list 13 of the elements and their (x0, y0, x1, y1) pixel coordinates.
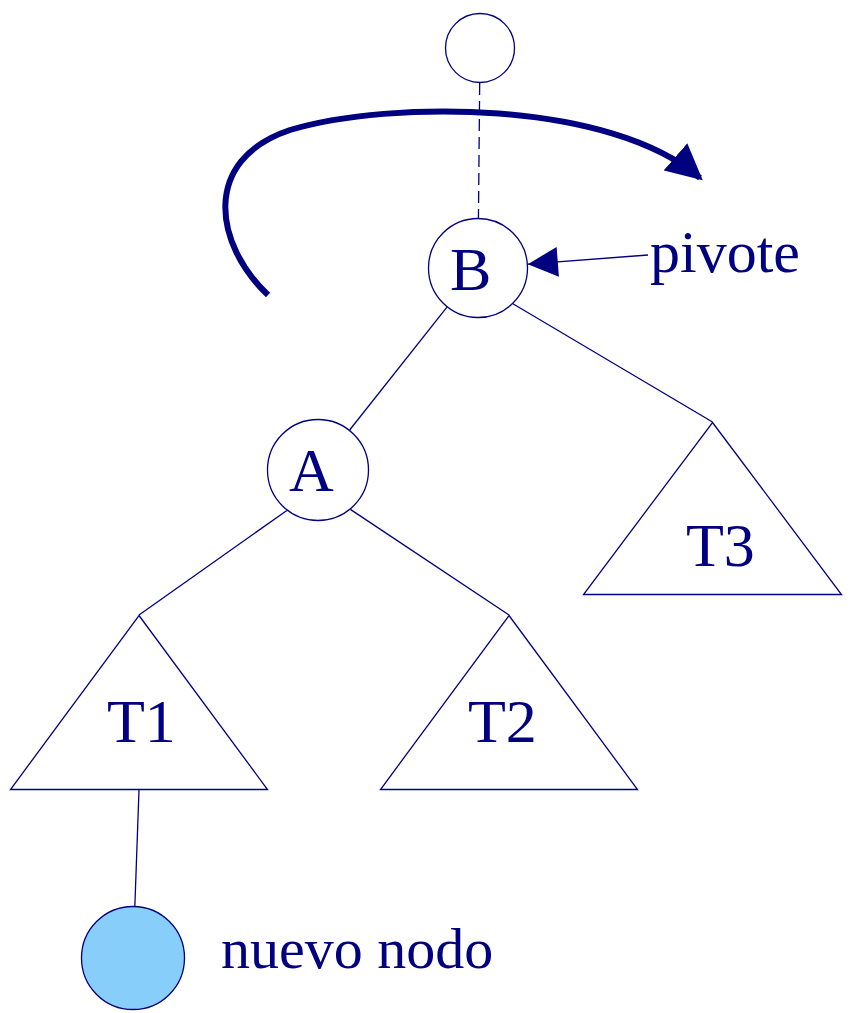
node-label: T3 (686, 514, 755, 576)
tree-edge (349, 306, 448, 431)
node-label: T1 (107, 690, 176, 752)
node-label: A (289, 439, 334, 501)
tree-edge (134, 789, 140, 907)
node-label: B (450, 238, 492, 300)
node-label: T2 (468, 690, 537, 752)
node-caption: nuevo nodo (221, 920, 494, 978)
tree-edge (349, 508, 510, 616)
tree-edge (512, 303, 714, 423)
tree-edge (477, 82, 481, 219)
arrow (527, 246, 649, 277)
tree-edge (138, 509, 288, 616)
